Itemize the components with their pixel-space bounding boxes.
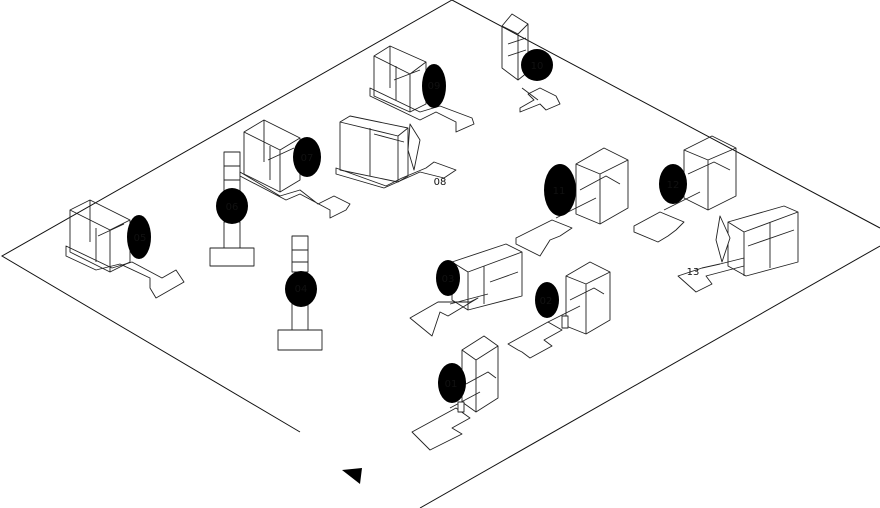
unit-13: 13 xyxy=(677,205,799,293)
unit-10: 10 xyxy=(501,13,561,113)
unit-07: 07 xyxy=(239,119,351,219)
unit-label: 04 xyxy=(295,284,308,295)
unit-label: 11 xyxy=(553,186,566,197)
unit-label: 12 xyxy=(667,180,680,191)
unit-label: 03 xyxy=(442,274,455,285)
unit-11: 11 xyxy=(515,147,629,257)
unit-label: 02 xyxy=(540,296,553,307)
unit-08: 08 xyxy=(335,115,457,189)
unit-12: 12 xyxy=(633,135,737,243)
unit-02: 02 xyxy=(507,261,611,359)
unit-label: 07 xyxy=(301,153,314,164)
unit-03: 03 xyxy=(409,243,523,337)
unit-04: 04 xyxy=(277,235,323,351)
unit-label: 13 xyxy=(687,267,700,278)
north-arrow-icon xyxy=(342,468,362,484)
unit-label: 06 xyxy=(226,202,239,213)
unit-label: 09 xyxy=(428,81,441,92)
unit-label: 01 xyxy=(445,379,458,390)
unit-label: 05 xyxy=(134,233,147,244)
unit-label: 08 xyxy=(434,177,447,188)
unit-01: 01 xyxy=(411,335,499,451)
unit-label: 10 xyxy=(531,61,544,72)
unit-05: 05 xyxy=(65,199,185,299)
unit-06: 06 xyxy=(209,151,255,267)
unit-09: 09 xyxy=(369,45,475,133)
